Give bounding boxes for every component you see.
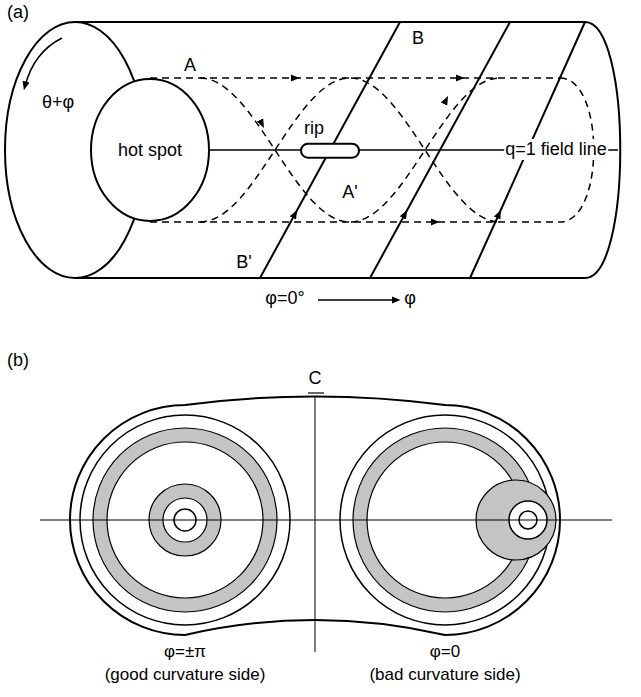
helix-arrow [256,112,262,124]
node-text: rip [300,118,360,139]
side-caption: (good curvature side) [104,665,267,685]
point-label: A [183,55,197,76]
centre-label: C [308,368,323,389]
angle-label: φ [403,288,417,309]
angle-label: θ+φ [41,92,75,113]
helix-arrow [425,222,435,223]
phi-arrow [318,299,396,301]
dashed-helix [200,78,500,222]
point-label: B' [235,252,252,273]
field-line [260,22,400,278]
centre-mark [308,392,324,393]
hot-spot-circle: hot spot [90,78,210,222]
field-line [370,22,510,278]
rotation-arrow [25,38,62,86]
dashed-helix [200,78,500,222]
hot-spot-ellipse [91,79,209,221]
angle-label: φ=±π [163,642,207,662]
midplane-axis [40,520,612,521]
cylinder-bottom [75,277,585,279]
point-label: B [411,28,425,49]
node-text: hot spot [118,140,182,161]
side-caption: (bad curvature side) [368,665,521,685]
angle-label: φ=0° [264,288,305,309]
helix-arrow [440,100,446,112]
point-label: A' [341,182,358,203]
centre-axis [315,396,316,652]
field-line-label: q=1 field line [504,139,608,160]
rip-slot: rip [300,118,360,159]
rip-rect [301,144,359,158]
angle-label: φ=0 [429,642,461,662]
helix-arrow [285,78,295,79]
panel-letter: (a) [6,2,30,23]
panel-letter: (b) [6,350,30,371]
helix-arrow [450,78,460,79]
